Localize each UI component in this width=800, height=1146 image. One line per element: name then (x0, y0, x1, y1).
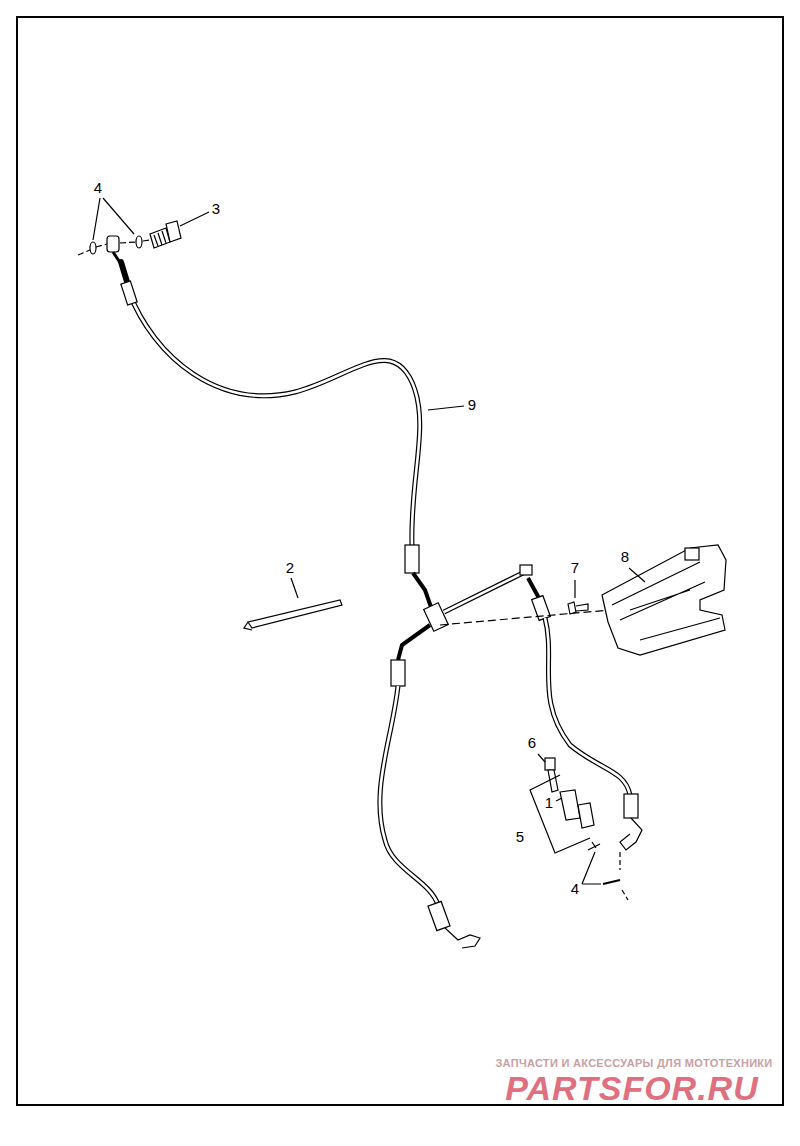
hose-ferrule (405, 545, 419, 573)
fitting-thread (578, 803, 594, 828)
bolt-thread (154, 231, 166, 246)
callout-number: 5 (516, 829, 524, 844)
steel-line (398, 625, 430, 660)
washer (588, 842, 600, 850)
leader-line (574, 580, 575, 598)
brake-hose (128, 290, 420, 545)
hose-end-fitting (445, 928, 480, 948)
callout-number: 2 (286, 560, 294, 575)
leader-line (180, 212, 209, 226)
bleeder-cap (545, 758, 555, 770)
leader-line (93, 198, 134, 240)
hose-ferrule (391, 660, 405, 686)
bracket (602, 545, 726, 655)
assembly-line (440, 610, 610, 625)
axis-line (620, 852, 628, 900)
washer (136, 236, 142, 248)
group-bracket (530, 775, 590, 853)
callout-number: 8 (621, 549, 629, 564)
hose-ferrule (428, 901, 450, 930)
callout-number: 9 (468, 397, 476, 412)
brake-hose-core (128, 290, 420, 545)
watermark-tagline: ЗАПЧАСТИ И АКСЕССУАРЫ ДЛЯ МОТОТЕХНИКИ (495, 1058, 772, 1069)
leader-line (291, 578, 298, 598)
bracket-tab (685, 548, 699, 560)
callout-number: 4 (94, 180, 102, 195)
callout-number: 6 (528, 735, 536, 750)
watermark-logo: PARTSFOR.RU (505, 1071, 758, 1105)
banjo-neck (113, 252, 121, 264)
callout-number: 3 (212, 201, 220, 216)
cable-strap (244, 600, 342, 630)
brake-hose-core (380, 686, 438, 905)
screw (568, 602, 588, 614)
axis-line (78, 240, 150, 255)
washer (603, 880, 620, 884)
steel-line (413, 573, 432, 610)
leader-line (428, 406, 464, 410)
hose-ferrule (121, 281, 137, 305)
fitting-body (560, 790, 580, 820)
leader-line (556, 798, 562, 801)
bracket-detail (612, 562, 720, 640)
callout-number: 1 (545, 795, 553, 810)
banjo-fitting (107, 236, 119, 252)
hose-end-fitting (620, 818, 642, 850)
leader-line (629, 568, 645, 582)
bleeder-screw (548, 770, 558, 792)
brake-hose (380, 686, 438, 905)
hose-ferrule (624, 794, 638, 818)
leader-line (582, 852, 601, 884)
washer (90, 242, 96, 254)
tube-nut (520, 565, 532, 575)
frame (17, 17, 783, 1105)
steel-tube (444, 572, 525, 612)
callout-number: 7 (571, 560, 579, 575)
steel-tube-core (444, 572, 525, 612)
callout-number: 4 (571, 881, 579, 896)
bolt-head (166, 221, 181, 242)
leader-line (538, 754, 545, 762)
